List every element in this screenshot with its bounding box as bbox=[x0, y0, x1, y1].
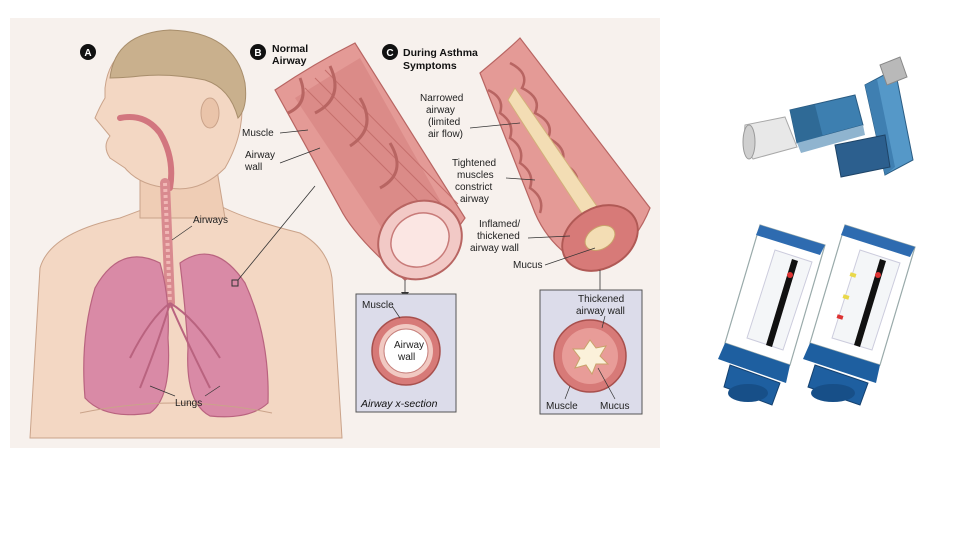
peak-flow-meter-photo bbox=[700, 215, 930, 410]
xsection-asthma-mucus-label: Mucus bbox=[600, 401, 629, 412]
label-narrowed-line4: air flow) bbox=[428, 129, 463, 140]
asthma-xsection-box: Thickened airway wall Muscle Mucus bbox=[540, 290, 642, 414]
xsection-caption: Airway x-section bbox=[360, 398, 438, 410]
inhaler-cap bbox=[743, 117, 797, 159]
label-tightened-line3: constrict bbox=[455, 182, 492, 193]
xsection-asthma-muscle-label: Muscle bbox=[546, 401, 578, 412]
xsection-asthma-thickened-line1: Thickened bbox=[578, 294, 624, 305]
label-inflamed-line2: thickened bbox=[477, 231, 520, 242]
label-airway-wall-line1: Airway bbox=[245, 150, 275, 161]
panel-b-title-line1: Normal bbox=[272, 43, 308, 55]
label-tightened-line1: Tightened bbox=[452, 158, 496, 169]
label-narrowed-line3: (limited bbox=[428, 117, 460, 128]
xsection-normal-wall-line1: Airway bbox=[394, 340, 424, 351]
svg-text:B: B bbox=[254, 48, 261, 59]
xsection-normal-wall-line2: wall bbox=[397, 352, 415, 363]
panel-c-title-line1: During Asthma bbox=[403, 47, 478, 59]
svg-text:A: A bbox=[84, 48, 91, 59]
peak-flow-meter-left bbox=[718, 225, 825, 405]
label-lungs: Lungs bbox=[175, 398, 202, 409]
label-narrowed-line2: airway bbox=[426, 105, 455, 116]
label-inflamed-line3: airway wall bbox=[470, 243, 519, 254]
label-muscle: Muscle bbox=[242, 128, 274, 139]
panel-b-title-line2: Airway bbox=[272, 55, 307, 67]
panel-a-badge: A bbox=[80, 44, 96, 60]
label-tightened-line4: airway bbox=[460, 194, 489, 205]
label-airways: Airways bbox=[193, 215, 228, 226]
label-narrowed-line1: Narrowed bbox=[420, 93, 463, 104]
label-inflamed-line1: Inflamed/ bbox=[479, 219, 520, 230]
asthma-airway-diagram: Airways Lungs A B Normal Airway C During… bbox=[10, 18, 660, 448]
label-airway-wall-line2: wall bbox=[244, 162, 262, 173]
label-tightened-line2: muscles bbox=[457, 170, 494, 181]
inhaler-photo bbox=[735, 55, 925, 185]
label-mucus: Mucus bbox=[513, 260, 542, 271]
xsection-asthma-thickened-line2: airway wall bbox=[576, 306, 625, 317]
normal-xsection-box: Muscle Airway wall Airway x-section bbox=[356, 294, 456, 412]
panel-c-title-line2: Symptoms bbox=[403, 60, 457, 72]
xsection-normal-muscle-label: Muscle bbox=[362, 300, 394, 311]
svg-text:C: C bbox=[386, 48, 393, 59]
